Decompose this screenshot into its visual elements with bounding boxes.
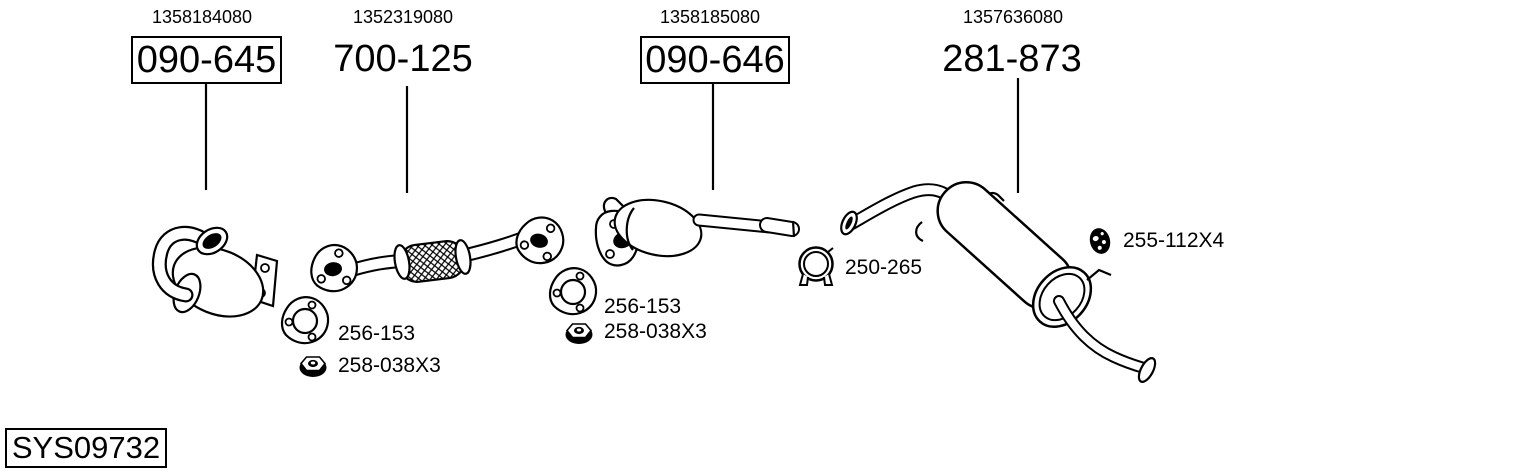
middle-catalytic-converter-drawing [594, 196, 800, 267]
rear-muffler-oe-number: 1357636080 [962, 7, 1064, 27]
gasket-icon [280, 296, 330, 345]
flex-pipe-part-number: 700-125 [333, 38, 473, 80]
gasket-icon [548, 267, 598, 316]
front-cat-oe-number: 1358184080 [151, 7, 253, 27]
flange-nut-label: 258-038X3 [338, 354, 441, 377]
pipe-clamp-icon [798, 246, 834, 286]
flange-nut-icon [298, 356, 328, 378]
rubber-hanger-label: 255-112X4 [1123, 229, 1225, 252]
rubber-hanger-icon [1089, 228, 1111, 254]
front-flex-pipe-drawing [306, 210, 570, 296]
front-catalytic-converter-drawing [151, 225, 279, 318]
flange-nut-label: 258-038X3 [604, 320, 707, 343]
flex-pipe-oe-number: 1352319080 [352, 7, 454, 27]
system-id-box: SYS09732 [5, 428, 167, 468]
rear-muffler-drawing [840, 180, 1157, 383]
gasket-label: 256-153 [338, 322, 416, 345]
middle-cat-oe-number: 1358185080 [659, 7, 761, 27]
front-cat-part-number: 090-645 [131, 36, 282, 84]
pipe-clamp-label: 250-265 [845, 256, 923, 279]
flange-nut-icon [564, 323, 594, 345]
rear-muffler-part-number: 281-873 [942, 38, 1082, 80]
gasket-label: 256-153 [604, 295, 682, 318]
middle-cat-part-number: 090-646 [640, 36, 790, 84]
